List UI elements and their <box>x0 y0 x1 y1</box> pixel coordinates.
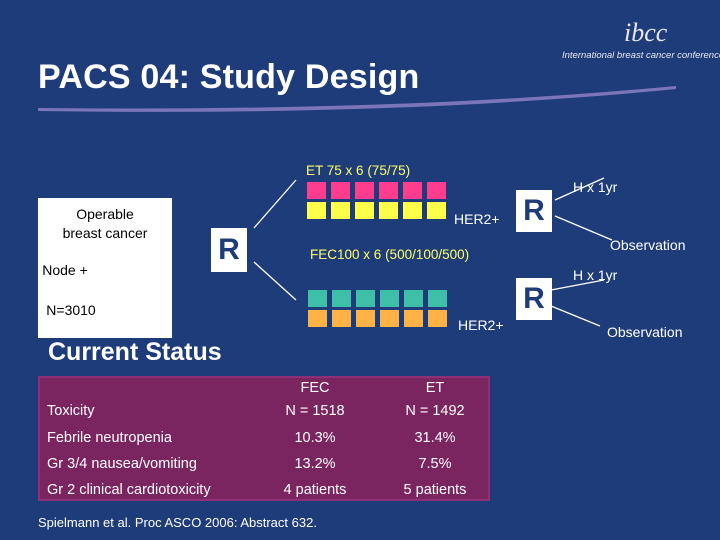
et-cycle-bottom <box>427 202 446 219</box>
connector-et-to-obs <box>554 215 613 241</box>
population-line-2: breast cancer <box>62 225 148 241</box>
connector-to-fec <box>253 261 297 301</box>
randomize-label: R <box>211 228 247 272</box>
et-arm-title: ET 75 x 6 (75/75) <box>306 163 410 178</box>
ibcc-logo-icon: ibcc <box>624 18 668 47</box>
et-cycle-bottom <box>331 202 350 219</box>
status-heading: Current Status <box>48 338 222 366</box>
fec-cycle-bottom <box>332 310 351 327</box>
connector-fec-to-obs <box>550 305 601 327</box>
et-cycle-squares <box>307 182 446 219</box>
fec-cycle-top <box>380 290 399 307</box>
fec-cycle-bottom <box>404 310 423 327</box>
row-et-value: 7.5% <box>418 456 452 472</box>
et-randomize-label: R <box>516 190 552 232</box>
fec-arm-regimen: FEC100 x 6 <box>310 247 382 262</box>
et-cycle-top <box>331 182 350 199</box>
citation: Spielmann et al. Proc ASCO 2006: Abstrac… <box>38 515 317 530</box>
fec-cycle-top <box>332 290 351 307</box>
connector-et-to-h <box>554 177 605 201</box>
fec-h-label: H x 1yr <box>573 267 618 283</box>
row-label: Febrile neutropenia <box>47 430 172 446</box>
row-fec-value: 10.3% <box>294 430 336 446</box>
row-fec-value: 13.2% <box>294 456 336 472</box>
fec-cycle-top <box>428 290 447 307</box>
population-line-3: Node + <box>42 262 88 278</box>
population-line-1: Operable <box>76 206 134 222</box>
et-h-label: H x 1yr <box>573 179 618 195</box>
slide-title: PACS 04: Study Design <box>38 58 420 96</box>
fec-randomize-label: R <box>516 278 552 320</box>
row-label: Gr 3/4 nausea/vomiting <box>47 456 197 472</box>
connector-to-et <box>253 179 297 229</box>
col-et-name: ET <box>425 380 445 396</box>
row-et-value: 31.4% <box>414 430 456 446</box>
fec-observation-label: Observation <box>607 324 683 340</box>
population-box: Operable breast cancer Node + N=3010 <box>38 198 172 338</box>
col-fec-n: N = 1518 <box>285 403 345 419</box>
col-fec-name: FEC <box>300 380 330 396</box>
fec-cycle-top <box>356 290 375 307</box>
et-observation-label: Observation <box>610 237 686 253</box>
et-cycle-bottom <box>403 202 422 219</box>
et-cycle-bottom <box>307 202 326 219</box>
row-header: Toxicity <box>47 403 95 419</box>
fec-cycle-bottom <box>428 310 447 327</box>
fec-cycle-bottom <box>380 310 399 327</box>
et-arm-dose: (75/75) <box>367 163 411 178</box>
svg-text:ibcc: ibcc <box>624 18 668 47</box>
row-fec-value: 4 patients <box>283 482 347 498</box>
fec-cycle-bottom <box>308 310 327 327</box>
col-et-n: N = 1492 <box>405 403 465 419</box>
et-cycle-top <box>379 182 398 199</box>
fec-cycle-top <box>308 290 327 307</box>
fec-her2-label: HER2+ <box>458 317 504 333</box>
et-cycle-top <box>307 182 326 199</box>
fec-cycle-squares <box>308 290 447 327</box>
fec-cycle-top <box>404 290 423 307</box>
fec-cycle-bottom <box>356 310 375 327</box>
et-cycle-top <box>427 182 446 199</box>
et-her2-label: HER2+ <box>454 211 500 227</box>
title-swoosh <box>38 86 676 112</box>
connector-fec-to-h <box>550 279 605 291</box>
et-arm-regimen: ET 75 x 6 <box>306 163 364 178</box>
et-cycle-bottom <box>355 202 374 219</box>
row-label: Gr 2 clinical cardiotoxicity <box>47 482 211 498</box>
logo-caption: International breast cancer conference <box>562 50 720 61</box>
population-n: N=3010 <box>46 302 96 318</box>
et-cycle-top <box>355 182 374 199</box>
et-cycle-top <box>403 182 422 199</box>
fec-arm-dose: (500/100/500) <box>385 247 470 262</box>
et-cycle-bottom <box>379 202 398 219</box>
row-et-value: 5 patients <box>403 482 467 498</box>
status-table <box>38 376 490 501</box>
fec-arm-title: FEC100 x 6 (500/100/500) <box>310 247 469 262</box>
